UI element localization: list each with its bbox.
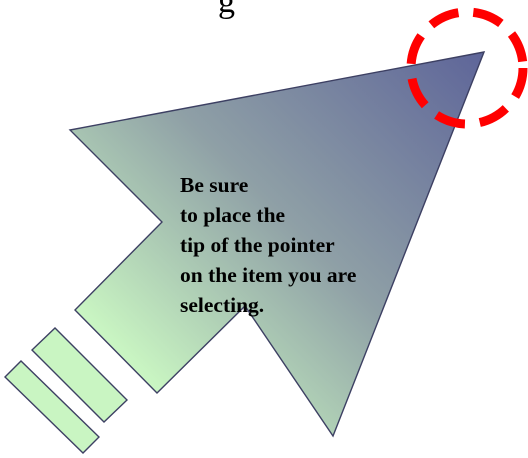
tip-line-3: tip of the pointer bbox=[180, 230, 400, 260]
partial-heading-text: g bbox=[218, 0, 235, 20]
tip-line-2: to place the bbox=[180, 200, 400, 230]
pointer-tip-instructions: Be sure to place the tip of the pointer … bbox=[180, 170, 400, 320]
tip-line-1: Be sure bbox=[180, 170, 400, 200]
tip-line-4: on the item you are bbox=[180, 260, 400, 290]
tip-line-5: selecting. bbox=[180, 290, 400, 320]
